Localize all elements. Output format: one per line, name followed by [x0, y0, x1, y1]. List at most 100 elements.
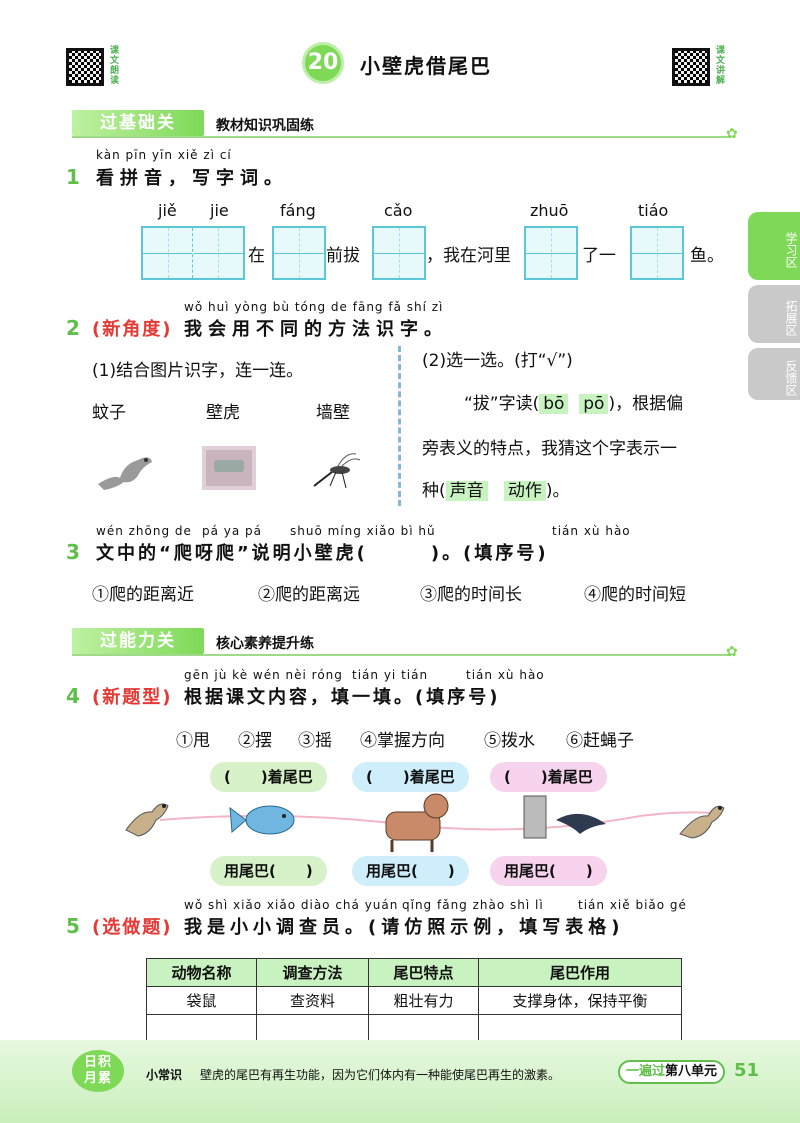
- q4-pinyin: gēn jù kè wén nèi róng: [184, 668, 343, 682]
- q4-choice: ④掌握方向: [360, 731, 445, 751]
- q1-number: 1: [66, 165, 80, 189]
- blank-pinyin: cǎo: [384, 201, 413, 220]
- side-tab-extend[interactable]: 拓展区: [748, 285, 800, 343]
- page-title: 小壁虎借尾巴: [360, 54, 492, 78]
- option-action[interactable]: 动作: [503, 481, 546, 501]
- q1-text: 看拼音，写字词。: [96, 168, 288, 189]
- q1-pinyin: kàn pīn yīn xiě zì cí: [96, 148, 232, 162]
- char-box-zhuo[interactable]: [524, 226, 578, 280]
- blank-pinyin: zhuō: [530, 201, 569, 220]
- q2-part2-line3: 种(声音 动作)。: [422, 481, 570, 501]
- lesson-number: 20: [302, 42, 344, 84]
- table-cell: 支撑身体，保持平衡: [478, 986, 682, 1015]
- q3-option[interactable]: ①爬的距离近: [92, 585, 194, 605]
- q2-part2-line1: “拔”字读(bō pō)，根据偏: [464, 394, 684, 414]
- gecko-left-icon: [125, 803, 169, 837]
- section-subtitle-basic: 教材知识巩固练: [216, 118, 314, 134]
- table-cell: 查资料: [256, 986, 369, 1015]
- table-cell-input[interactable]: [146, 1014, 257, 1043]
- fill-pill-top[interactable]: ( )着尾巴: [352, 762, 469, 792]
- q2-part2-line2: 旁表义的特点，我猜这个字表示一: [422, 439, 677, 459]
- q3-option[interactable]: ④爬的时间短: [584, 585, 686, 605]
- word-mosquito: 蚊子: [92, 403, 126, 423]
- sentence-part: 在: [248, 246, 265, 266]
- q4-number: 4: [66, 684, 80, 708]
- blank-pinyin: jie: [210, 201, 229, 220]
- q3-pinyin: shuō míng xiǎo bì hǔ: [290, 524, 436, 538]
- q3-pinyin: tián xù hào: [552, 524, 631, 538]
- q3-option[interactable]: ③爬的时间长: [420, 585, 522, 605]
- char-box-jiejie[interactable]: [141, 226, 245, 280]
- q3-option[interactable]: ②爬的距离远: [258, 585, 360, 605]
- ox-icon: [385, 793, 449, 852]
- table-cell-input[interactable]: [478, 1014, 682, 1043]
- q5-number: 5: [66, 914, 80, 938]
- q3-number: 3: [66, 540, 80, 564]
- sentence-part: 前拔: [326, 246, 360, 266]
- fill-pill-top[interactable]: ( )着尾巴: [490, 762, 607, 792]
- fill-pill-bottom[interactable]: 用尾巴( ): [490, 856, 607, 886]
- q4-choice: ①甩: [176, 731, 210, 751]
- table-header: 动物名称: [146, 958, 257, 987]
- option-po[interactable]: pō: [579, 394, 609, 414]
- table-cell: 袋鼠: [146, 986, 257, 1015]
- section-divider: [72, 136, 730, 138]
- qr-code-right[interactable]: [672, 48, 710, 86]
- q5-tag: (选做题): [92, 917, 173, 938]
- qr-left-caption: 课文朗读: [110, 46, 120, 86]
- survey-table: 动物名称 调查方法 尾巴特点 尾巴作用 袋鼠 查资料 粗壮有力 支撑身体，保持平…: [146, 958, 682, 1043]
- tip-text: 壁虎的尾巴有再生功能，因为它们体内有一种能使尾巴再生的激素。: [200, 1068, 561, 1082]
- mosquito-image: [313, 453, 361, 489]
- q2-tag: (新角度): [92, 319, 173, 340]
- fill-pill-top[interactable]: ( )着尾巴: [210, 762, 327, 792]
- q5-pinyin: qǐng fǎng zhào shì lì: [402, 898, 544, 912]
- word-gecko: 壁虎: [206, 403, 240, 423]
- char-box-tiao[interactable]: [630, 226, 684, 280]
- section-subtitle-ability: 核心素养提升练: [216, 636, 314, 652]
- tip-label: 小常识: [146, 1068, 183, 1082]
- q3-pinyin: pá ya pá: [202, 524, 263, 538]
- section-banner-ability: 过能力关: [72, 628, 204, 654]
- q2-pinyin: wǒ huì yòng bù tóng de fāng fǎ shí zì: [184, 300, 444, 314]
- leaf-icon: ✿: [726, 126, 738, 142]
- side-tab-study[interactable]: 学习区: [748, 212, 800, 280]
- q2-part1-title: (1)结合图片识字，连一连。: [92, 361, 304, 381]
- swallow-icon: [523, 795, 606, 839]
- section-banner-basic: 过基础关: [72, 110, 204, 136]
- table-header: 调查方法: [256, 958, 369, 987]
- q5-text: 我是小小调查员。(请仿照示例，填写表格): [184, 917, 625, 938]
- q3-pinyin: wén zhōng de: [96, 524, 192, 538]
- q4-choice: ②摆: [238, 731, 272, 751]
- sentence-part: 鱼。: [690, 246, 724, 266]
- table-row: 袋鼠 查资料 粗壮有力 支撑身体，保持平衡: [146, 986, 682, 1015]
- q4-choice: ③摇: [298, 731, 332, 751]
- option-bo[interactable]: bō: [539, 394, 569, 414]
- table-cell: 粗壮有力: [368, 986, 479, 1015]
- q2-part2-title: (2)选一选。(打“√”): [422, 351, 573, 371]
- side-tab-feedback[interactable]: 反馈区: [748, 348, 800, 400]
- fish-icon: [229, 805, 295, 835]
- q4-pinyin: tián yi tián: [352, 668, 429, 682]
- table-cell-input[interactable]: [368, 1014, 479, 1043]
- char-box-cao[interactable]: [372, 226, 426, 280]
- brand-text: 一遍过: [626, 1064, 666, 1079]
- fill-pill-bottom[interactable]: 用尾巴( ): [210, 856, 327, 886]
- section-divider: [72, 654, 730, 656]
- char-box-fang[interactable]: [272, 226, 326, 280]
- q2-number: 2: [66, 316, 80, 340]
- q4-text: 根据课文内容，填一填。(填序号): [184, 687, 501, 708]
- q2-text: 我会用不同的方法识字。: [184, 319, 448, 340]
- table-row: [146, 1014, 682, 1043]
- wall-image: [202, 446, 256, 490]
- column-divider: [398, 346, 401, 506]
- table-header: 尾巴特点: [368, 958, 479, 987]
- blank-pinyin: jiě: [158, 201, 177, 220]
- table-header-row: 动物名称 调查方法 尾巴特点 尾巴作用: [146, 958, 682, 987]
- daily-badge: 日积月累: [72, 1050, 124, 1092]
- table-cell-input[interactable]: [256, 1014, 369, 1043]
- qr-code-left[interactable]: [66, 48, 104, 86]
- option-sound[interactable]: 声音: [445, 481, 488, 501]
- fill-pill-bottom[interactable]: 用尾巴( ): [352, 856, 469, 886]
- gecko-right-icon: [679, 805, 725, 839]
- leaf-icon: ✿: [726, 644, 738, 660]
